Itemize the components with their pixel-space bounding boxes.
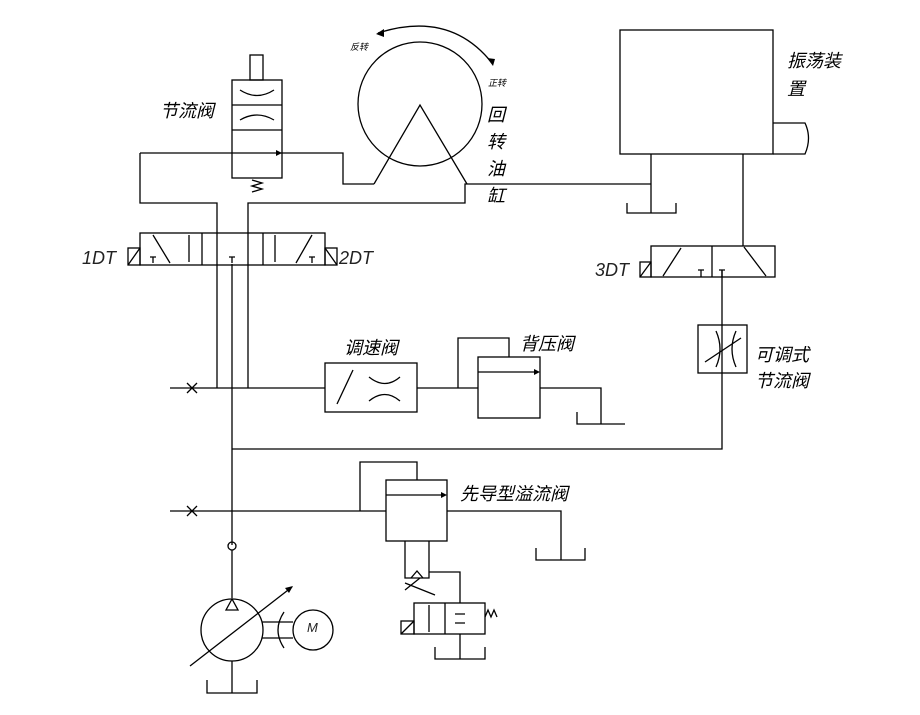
pilot-relief-valve-symbol — [385, 479, 448, 542]
back-pressure-valve-symbol — [477, 356, 541, 419]
label-line: 置 — [787, 79, 805, 100]
label-char: 转 — [487, 132, 505, 153]
solenoid-1dt-label: 1DT — [82, 248, 117, 268]
oscillator-device-symbol — [619, 29, 810, 246]
throttle-valve-label: 节流阀 — [160, 101, 214, 122]
adjustable-throttle-label: 可调式 节流阀 — [755, 343, 809, 395]
label-char: 缸 — [487, 186, 505, 207]
solenoid-unload-valve — [400, 602, 498, 635]
throttle-valve-symbol — [231, 54, 283, 193]
label-line: 节流阀 — [755, 371, 809, 392]
adjustable-throttle-symbol — [232, 270, 748, 450]
back-pressure-valve-label: 背压阀 — [520, 334, 574, 355]
speed-valve-label: 调速阀 — [344, 338, 398, 359]
solenoid-2dt-label: 2DT — [339, 248, 374, 268]
electric-motor-symbol — [292, 609, 334, 651]
speed-control-valve-symbol — [324, 362, 418, 413]
reverse-label: 反转 — [350, 43, 369, 53]
solenoid-3dt-label: 3DT — [595, 260, 630, 280]
directional-valve-1dt-2dt — [127, 232, 338, 266]
label-char: 油 — [487, 159, 505, 180]
directional-valve-3dt — [639, 245, 776, 278]
label-line: 振荡装 — [787, 51, 841, 72]
oscillator-label: 振荡装 置 — [787, 48, 841, 104]
label-line: 可调式 — [755, 345, 809, 366]
pilot-relief-valve-label: 先导型溢流阀 — [460, 484, 568, 505]
forward-label: 正转 — [488, 79, 507, 89]
motor-label: M — [307, 620, 318, 635]
rotary-cylinder-label: 回 转 油 缸 — [487, 102, 509, 210]
label-char: 回 — [487, 105, 505, 126]
rotary-cylinder-symbol — [357, 25, 495, 185]
variable-pump-symbol — [189, 541, 293, 694]
